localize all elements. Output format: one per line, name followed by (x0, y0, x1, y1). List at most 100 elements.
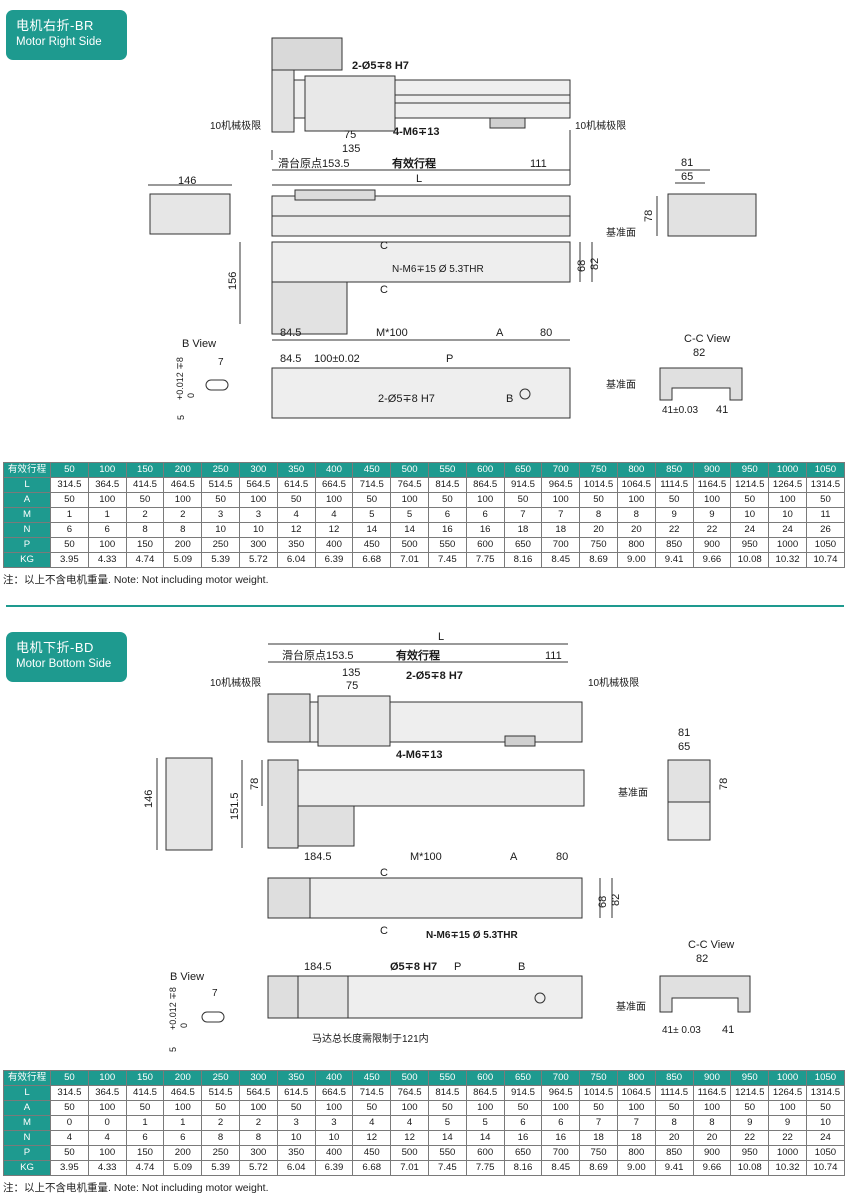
table-cell: 7.45 (427, 552, 467, 568)
s1-m100: M*100 (376, 327, 408, 339)
table-cell: 8.16 (503, 552, 543, 568)
table-cell: 250 (201, 537, 240, 553)
table-cell: 10 (314, 1130, 354, 1146)
s2-dim-146: 146 (143, 790, 155, 808)
table-header-cell: 850 (654, 1070, 694, 1086)
section1-title-en: Motor Right Side (16, 36, 102, 48)
s1-dim-100: 100±0.02 (314, 353, 360, 365)
table-cell: 9.00 (616, 552, 656, 568)
table-cell: 4.33 (87, 552, 127, 568)
table-cell: 614.5 (276, 1085, 316, 1101)
s2-cc-41a: 41± 0.03 (662, 1025, 701, 1036)
table-cell: 314.5 (50, 477, 89, 493)
table-header-cell: 650 (503, 1070, 543, 1086)
table-cell: 850 (654, 1145, 694, 1161)
table-cell: 7.45 (427, 1160, 467, 1176)
table-cell: 6 (163, 1130, 203, 1146)
section2-drawing: L 滑台原点153.5 有效行程 111 135 2-Ø5∓8 H7 10机械极… (143, 631, 751, 1052)
s1-tol-0: 0 (186, 393, 196, 398)
table-row-label: N (3, 1130, 51, 1146)
table-cell: 800 (616, 1145, 656, 1161)
s1-dim-845-a: 84.5 (280, 327, 301, 339)
table-cell: 750 (579, 537, 618, 553)
table-cell: 500 (390, 1145, 429, 1161)
table-cell: 8 (692, 1115, 732, 1131)
table-cell: 18 (579, 1130, 618, 1146)
table-cell: 9.00 (616, 1160, 656, 1176)
table-cell: 8 (616, 507, 656, 523)
table-cell: 50 (50, 1100, 89, 1116)
table-cell: 6 (427, 507, 467, 523)
s2-top-view-2 (267, 877, 613, 919)
table-cell: 50 (125, 1100, 165, 1116)
table-cell: 750 (579, 1145, 618, 1161)
s2-dim-68: 68 (597, 896, 609, 908)
table-header-cell: 200 (163, 1070, 203, 1086)
table-header-cell: 350 (276, 462, 316, 478)
table-cell: 9.41 (654, 1160, 694, 1176)
s2-B: B (518, 961, 525, 973)
s2-datum-1: 基准面 (618, 786, 648, 799)
table-cell: 464.5 (163, 1085, 203, 1101)
table-cell: 100 (692, 1100, 732, 1116)
table-cell: 9 (692, 507, 732, 523)
table-cell: 100 (768, 1100, 807, 1116)
table-cell: 850 (654, 537, 694, 553)
table-header-cell: 750 (579, 462, 618, 478)
table-header-cell: 50 (50, 462, 89, 478)
table-cell: 950 (730, 1145, 770, 1161)
s1-datum-2: 基准面 (606, 378, 636, 391)
table-cell: 11 (805, 507, 846, 523)
table-cell: 50 (654, 492, 694, 508)
table-cell: 4.74 (125, 1160, 165, 1176)
table-cell: 7.01 (390, 552, 429, 568)
table-header-cell: 700 (541, 1070, 581, 1086)
table-cell: 1 (87, 507, 127, 523)
table-cell: 650 (503, 537, 543, 553)
table-cell: 12 (314, 522, 354, 538)
s2-cc-view: C-C View (688, 939, 734, 951)
table-cell: 18 (541, 522, 581, 538)
s2-b-view: B View (170, 971, 204, 983)
table-cell: 800 (616, 537, 656, 553)
table-cell: 14 (390, 522, 429, 538)
table-cell: 20 (692, 1130, 732, 1146)
s2-cc-41b: 41 (722, 1024, 734, 1036)
table-cell: 4 (352, 1115, 392, 1131)
s2-A: A (510, 851, 518, 863)
table-header-cell: 150 (125, 462, 165, 478)
s1-limit-right: 10机械极限 (575, 119, 626, 132)
s1-hole-spec-b: 2-Ø5∓8 H7 (378, 393, 435, 405)
table-cell: 50 (579, 1100, 618, 1116)
s1-stroke: 有效行程 (392, 156, 436, 170)
s1-side-view (271, 189, 571, 237)
table-header-cell: 350 (276, 1070, 316, 1086)
table-cell: 8.45 (541, 552, 581, 568)
table-cell: 4 (87, 1130, 127, 1146)
table-row-label: KG (3, 552, 51, 568)
table-cell: 16 (427, 522, 467, 538)
table-cell: 5 (352, 507, 392, 523)
table-cell: 1264.5 (768, 477, 807, 493)
s2-end-view (667, 759, 711, 841)
table-header-cell: 500 (390, 1070, 429, 1086)
table-cell: 24 (768, 522, 807, 538)
table-cell: 5 (390, 507, 429, 523)
s2-limit-left: 10机械极限 (210, 676, 261, 689)
table-cell: 5.09 (163, 1160, 203, 1176)
table-cell: 8 (125, 522, 165, 538)
table-cell: 8.45 (541, 1160, 581, 1176)
table-cell: 364.5 (87, 1085, 127, 1101)
table-cell: 100 (768, 492, 807, 508)
s1-dim-845-b: 84.5 (280, 353, 301, 365)
table-cell: 10.74 (805, 552, 846, 568)
table-cell: 714.5 (352, 477, 392, 493)
table-cell: 5.72 (238, 552, 278, 568)
s2-dim-111: 111 (545, 650, 562, 662)
s1-dim-68: 68 (576, 260, 588, 272)
